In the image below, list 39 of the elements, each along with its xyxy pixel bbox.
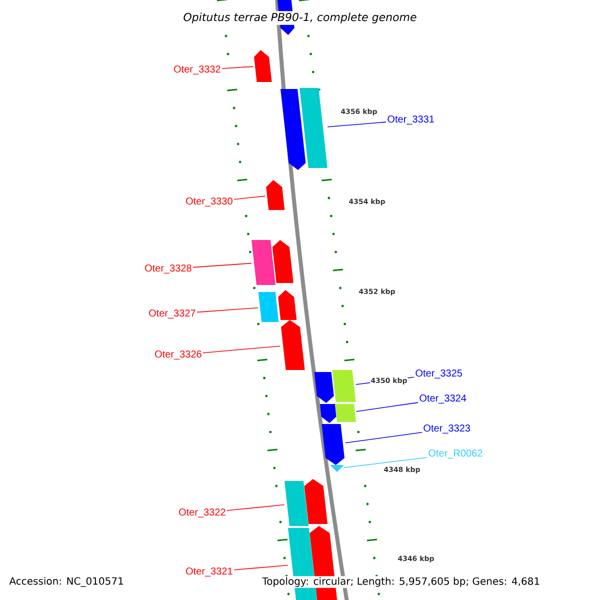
leader-line [226, 504, 285, 511]
gene-block [252, 240, 276, 285]
trna-marker [330, 465, 344, 472]
gene-block [254, 50, 272, 82]
gene-label: Oter_3325 [416, 370, 462, 378]
leader-line [345, 432, 422, 444]
gene-label: Oter_3322 [179, 508, 226, 518]
gene-block [258, 292, 279, 322]
leader-line [202, 346, 280, 354]
leader-line [344, 457, 428, 468]
gene-block [300, 88, 328, 168]
gene-block [332, 370, 356, 402]
gene-block [304, 479, 328, 524]
gene-block [272, 240, 294, 283]
gene-label: Oter_3324 [420, 394, 466, 404]
gene-label: Oter_3328 [145, 264, 192, 274]
leader-line [234, 196, 266, 200]
gene-block [278, 290, 297, 320]
gene-block [314, 372, 334, 403]
leader-line [356, 402, 418, 412]
gene-block [266, 180, 285, 210]
gene-label: Oter_3330 [186, 198, 232, 206]
gene-block [280, 89, 306, 170]
leader-line [222, 66, 254, 69]
accession-text: Accession: NC_010571 [9, 577, 123, 587]
gene-block [284, 481, 308, 526]
leader-line [327, 122, 386, 128]
gene-label: Oter_3326 [155, 350, 202, 360]
gene-label: Oter_R0062 [428, 450, 482, 458]
gene-label: Oter_3331 [388, 116, 434, 124]
gene-block [320, 404, 336, 423]
gene-label: Oter_3327 [149, 310, 196, 318]
title: Opitutus terrae PB90-1, complete genome [182, 11, 418, 25]
gene-label: Oter_3323 [424, 424, 470, 434]
gene-label: Oter_3321 [186, 568, 232, 576]
leader-line [192, 262, 252, 268]
genome-info-text: Topology: circular; Length: 5,957,605 bp; Genes: 4,681 [261, 576, 542, 588]
leader-line [196, 307, 259, 313]
gene-label: Oter_3332 [174, 66, 220, 74]
